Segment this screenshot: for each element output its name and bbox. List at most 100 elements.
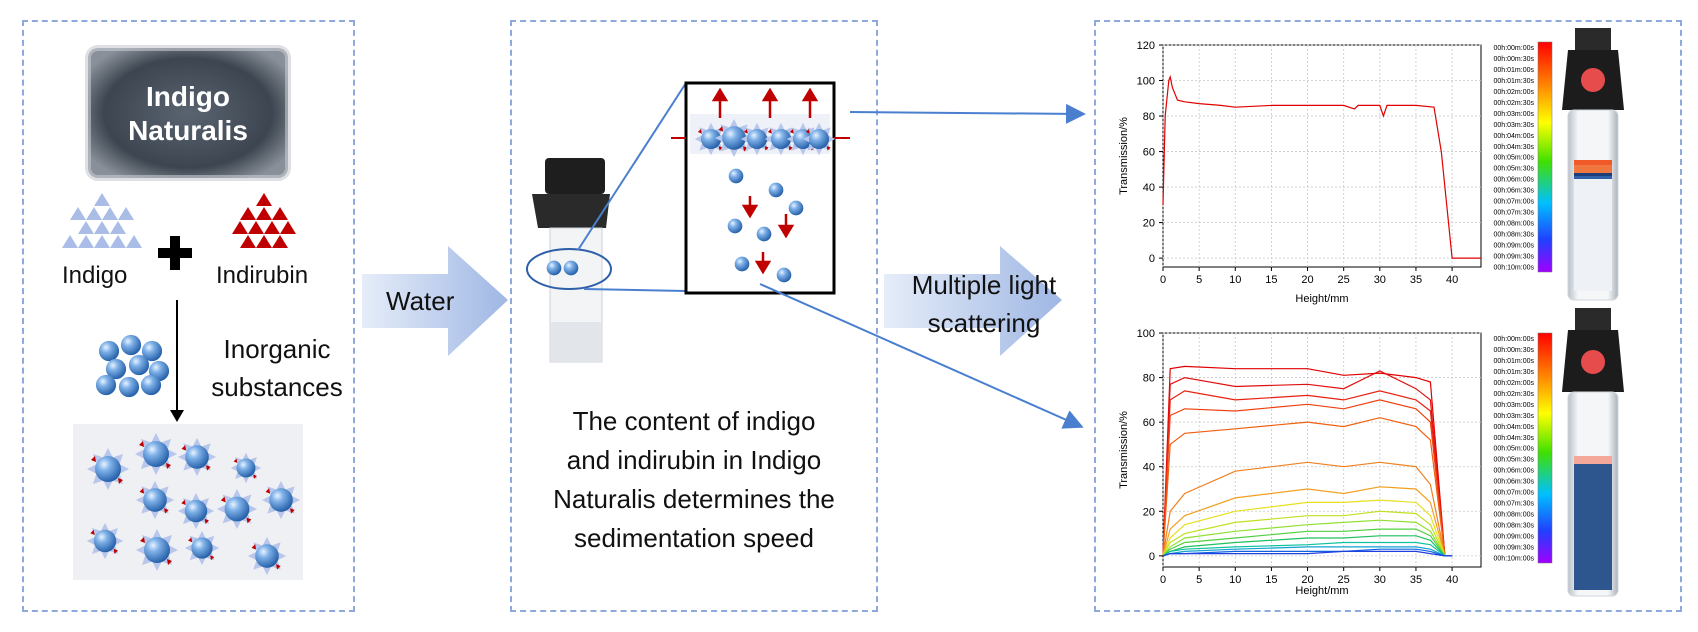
chart1-ytick-label: 120	[1137, 40, 1155, 52]
caption-line4: sedimentation speed	[574, 523, 814, 553]
chart2-xtick-label: 40	[1446, 574, 1458, 586]
chart2-xtick-label: 15	[1265, 574, 1277, 586]
inorganic-label: Inorganic substances	[202, 330, 352, 406]
photo-label-line2: Naturalis	[128, 115, 248, 146]
chart1-legend-label: 00h:02m:30s	[1494, 100, 1535, 107]
chart1-xtick-label: 35	[1410, 274, 1422, 286]
chart2-series-line	[1162, 510, 1453, 557]
chart1-xtick-label: 10	[1229, 274, 1241, 286]
chart1-legend-label: 00h:04m:30s	[1494, 144, 1535, 151]
chart2-ytick-label: 60	[1143, 417, 1155, 429]
chart1-legend-label: 00h:00m:30s	[1494, 56, 1535, 63]
chart2-series-line	[1162, 546, 1453, 557]
water-arrow	[362, 246, 508, 356]
chart2-legend-colorbar	[1537, 332, 1553, 564]
indigo-label: Indigo	[62, 262, 128, 289]
chart2-ytick-label: 80	[1143, 373, 1155, 385]
inorganic-label-line2: substances	[211, 372, 343, 402]
scattering-label: Multiple light scattering	[884, 266, 1084, 342]
plus-icon	[158, 236, 192, 270]
chart2-series-line	[1162, 365, 1453, 557]
connector-to-top-chart	[849, 103, 1086, 124]
middle-caption: The content of indigo and indirubin in I…	[512, 402, 876, 558]
chart2-series-line	[1162, 535, 1453, 557]
chart1-legend-label: 00h:09m:30s	[1494, 253, 1535, 260]
down-arrow	[170, 300, 184, 422]
chart2-legend-label: 00h:07m:30s	[1494, 501, 1535, 508]
indigo-triangles-icon	[62, 193, 142, 248]
chart2-xtick-label: 5	[1196, 574, 1202, 586]
chart1-legend-label: 00h:05m:00s	[1494, 155, 1535, 162]
chart1-xtick-label: 30	[1374, 274, 1386, 286]
caption-line3: Naturalis determines the	[553, 484, 835, 514]
chart1-legend-label: 00h:06m:00s	[1494, 177, 1535, 184]
small-vial	[532, 158, 610, 363]
chart1-legend-label: 00h:09m:00s	[1494, 242, 1535, 249]
right-panel	[1094, 20, 1682, 612]
left-panel	[22, 20, 355, 612]
chart2-ylabel: Transmission/%	[1118, 411, 1130, 489]
chart2-series-line	[1162, 399, 1453, 557]
zoom-line-bottom	[583, 288, 687, 292]
chart2-legend-label: 00h:09m:30s	[1494, 544, 1535, 551]
connector-to-bottom-chart	[759, 283, 1084, 429]
chart1-legend-label: 00h:06m:30s	[1494, 188, 1535, 195]
chart1-legend-label: 00h:00m:00s	[1494, 45, 1535, 52]
vial-bottom	[1562, 308, 1624, 597]
chart1-legend-label: 00h:05m:30s	[1494, 166, 1535, 173]
chart1-xtick-label: 0	[1160, 274, 1166, 286]
chart2-legend-label: 00h:03m:30s	[1494, 413, 1535, 420]
chart1-ytick-label: 20	[1143, 218, 1155, 230]
chart1-legend-label: 00h:01m:00s	[1494, 67, 1535, 74]
chart2-legend-label: 00h:02m:00s	[1494, 380, 1535, 387]
chart2-legend-label: 00h:01m:00s	[1494, 358, 1535, 365]
chart2-legend-label: 00h:01m:30s	[1494, 369, 1535, 376]
chart2-series-line	[1162, 390, 1453, 557]
chart1-ytick-label: 100	[1137, 76, 1155, 88]
chart1-legend-label: 00h:03m:00s	[1494, 111, 1535, 118]
chart2-series-line	[1162, 417, 1453, 557]
chart2-legend-label: 00h:04m:30s	[1494, 435, 1535, 442]
indigo-naturalis-photo	[85, 45, 291, 181]
chart2-legend-label: 00h:06m:30s	[1494, 479, 1535, 486]
vial-top	[1562, 28, 1624, 301]
chart2-series-line	[1162, 519, 1453, 557]
chart2-xtick-label: 10	[1229, 574, 1241, 586]
chart2-legend-label: 00h:10m:00s	[1494, 555, 1535, 562]
chart1-legend-label: 00h:07m:30s	[1494, 210, 1535, 217]
chart2-xtick-label: 20	[1301, 574, 1313, 586]
chart2-xlabel: Height/mm	[1295, 585, 1348, 597]
chart2-ytick-label: 0	[1149, 551, 1155, 563]
indirubin-label: Indirubin	[216, 262, 309, 289]
chart2-xtick-label: 25	[1338, 574, 1350, 586]
chart1-xlabel: Height/mm	[1295, 293, 1348, 305]
chart2-series-line	[1162, 370, 1453, 557]
chart1-legend-label: 00h:01m:30s	[1494, 78, 1535, 85]
chart1-legend-label: 00h:07m:00s	[1494, 199, 1535, 206]
water-label: Water	[386, 286, 455, 316]
chart1-legend-label: 00h:04m:00s	[1494, 133, 1535, 140]
chart2-xtick-label: 30	[1374, 574, 1386, 586]
chart1-legend-label: 00h:02m:00s	[1494, 89, 1535, 96]
chart2-ytick-label: 40	[1143, 462, 1155, 474]
chart1-ytick-label: 60	[1143, 147, 1155, 159]
chart1-legend-colorbar	[1537, 41, 1553, 273]
chart2-series-line	[1162, 499, 1453, 557]
chart2-legend-label: 00h:00m:00s	[1494, 336, 1535, 343]
chart2-legend-label: 00h:09m:00s	[1494, 533, 1535, 540]
light-scattering-arrow	[884, 246, 1062, 356]
chart1-xtick-label: 5	[1196, 274, 1202, 286]
chart1-ytick-label: 40	[1143, 182, 1155, 194]
indirubin-triangles-icon	[232, 193, 296, 248]
chart2-ytick-label: 20	[1143, 506, 1155, 518]
chart1-legend-label: 00h:10m:00s	[1494, 264, 1535, 271]
caption-line2: and indirubin in Indigo	[566, 445, 822, 475]
chart1-ytick-label: 80	[1143, 111, 1155, 123]
chart2-legend-label: 00h:08m:00s	[1494, 511, 1535, 518]
chart2-legend-label: 00h:00m:30s	[1494, 347, 1535, 354]
chart2-legend-label: 00h:06m:00s	[1494, 468, 1535, 475]
chart1-series-line	[1162, 74, 1481, 259]
chart2-legend-label: 00h:04m:00s	[1494, 424, 1535, 431]
